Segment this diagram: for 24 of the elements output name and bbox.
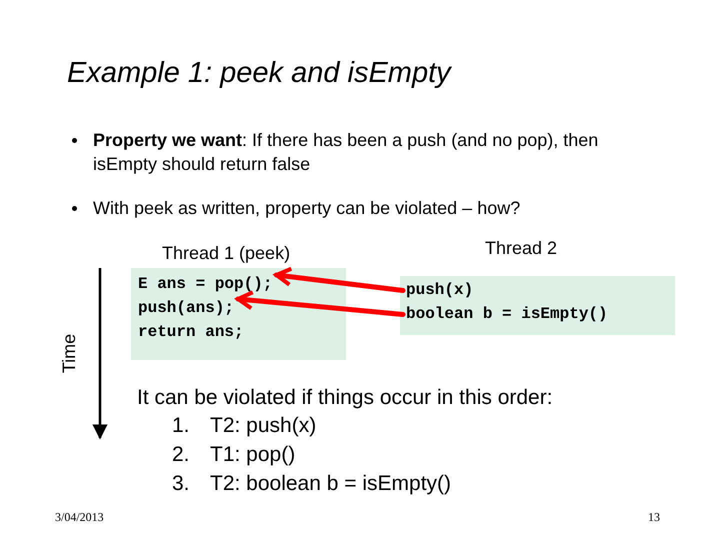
thread-heading: Thread 2 bbox=[485, 237, 558, 260]
code-line: push(ans); bbox=[138, 297, 234, 320]
bullet-text: With peek as written, property can be violated – how? bbox=[93, 197, 520, 220]
slide-title: Example 1: peek and isEmpty bbox=[67, 56, 451, 91]
list-item: T2: push(x) bbox=[210, 413, 316, 439]
thread-heading: Thread 1 (peek) bbox=[162, 242, 290, 265]
order-intro: It can be violated if things occur in this order: bbox=[137, 385, 553, 411]
bullet-text: Property we want: If there has been a push (and no pop), then isEmpty should return false bbox=[93, 129, 600, 176]
list-number: 1. bbox=[172, 413, 191, 439]
page-number: 13 bbox=[648, 509, 660, 526]
code-line: boolean b = isEmpty() bbox=[406, 303, 608, 326]
code-line: push(x) bbox=[406, 279, 474, 302]
code-line: return ans; bbox=[138, 321, 244, 344]
axis-label: Time bbox=[58, 334, 80, 374]
slide-date: 3/04/2013 bbox=[55, 509, 104, 526]
arrow bbox=[274, 266, 406, 293]
code-panel bbox=[400, 276, 675, 335]
arrow bbox=[236, 290, 406, 317]
list-number: 3. bbox=[172, 471, 191, 497]
list-item: T1: pop() bbox=[210, 442, 296, 468]
list-item: T2: boolean b = isEmpty() bbox=[210, 471, 452, 497]
code-panel bbox=[131, 268, 346, 360]
list-number: 2. bbox=[172, 442, 191, 468]
code-line: E ans = pop(); bbox=[138, 273, 272, 296]
